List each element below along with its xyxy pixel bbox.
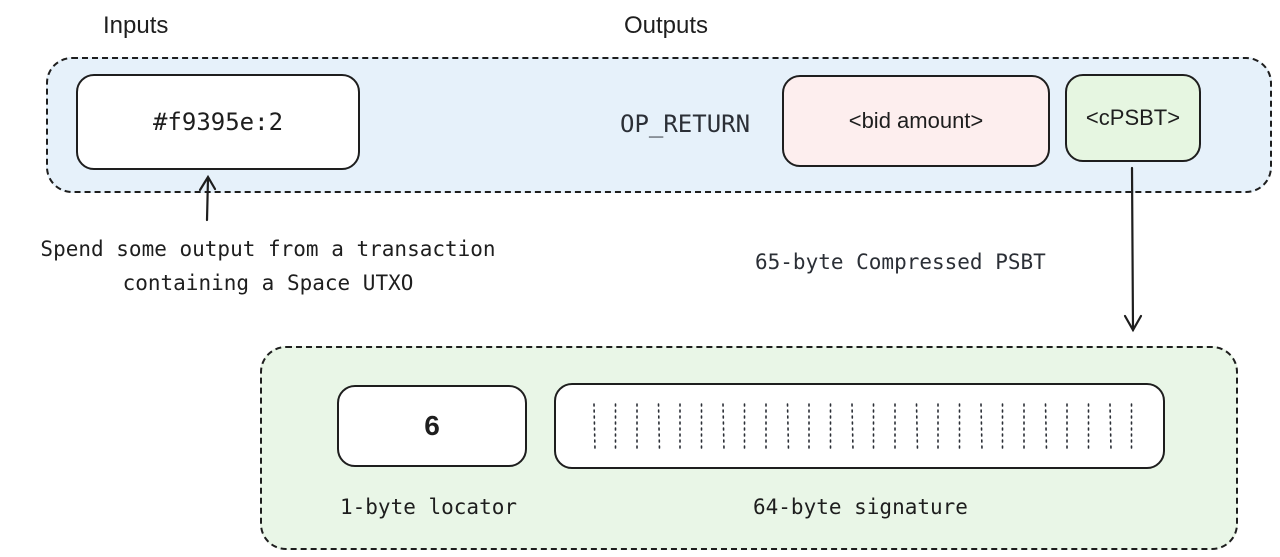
cpsbt-box: <cPSBT> (1065, 74, 1201, 162)
input-outpoint-box: #f9395e:2 (76, 74, 360, 170)
cpsbt-arrow (1123, 166, 1143, 333)
inputs-heading: Inputs (103, 12, 169, 39)
spend-arrow (198, 174, 217, 222)
cpsbt-text: <cPSBT> (1085, 105, 1181, 130)
signature-dot-column (657, 403, 660, 451)
locator-value: 6 (424, 410, 440, 441)
op-return-label: OP_RETURN (620, 110, 751, 138)
signature-dot-column (1108, 403, 1112, 451)
spend-annotation-line2: containing a Space UTXO (122, 271, 414, 295)
signature-dot-column (850, 403, 854, 451)
signature-bytes-pattern (592, 403, 1132, 451)
signature-dot-column (592, 403, 596, 451)
compressed-psbt-label: 65-byte Compressed PSBT (755, 250, 1046, 274)
signature-dot-column (1044, 403, 1047, 451)
signature-dot-column (915, 403, 918, 451)
locator-box: 6 (337, 385, 527, 467)
spend-annotation-line1: Spend some output from a transaction (40, 237, 496, 261)
signature-dot-column (786, 403, 789, 451)
bid-amount-text: <bid amount> (848, 108, 984, 133)
signature-label: 64-byte signature (753, 495, 968, 519)
input-outpoint-text: #f9395e:2 (152, 108, 284, 136)
signature-dot-column (979, 403, 983, 451)
spend-annotation: Spend some output from a transaction con… (8, 232, 528, 300)
bid-amount-box: <bid amount> (782, 75, 1050, 167)
signature-dot-column (721, 403, 725, 451)
signature-box (554, 383, 1165, 469)
outputs-heading: Outputs (624, 12, 709, 39)
locator-label: 1-byte locator (340, 495, 518, 519)
